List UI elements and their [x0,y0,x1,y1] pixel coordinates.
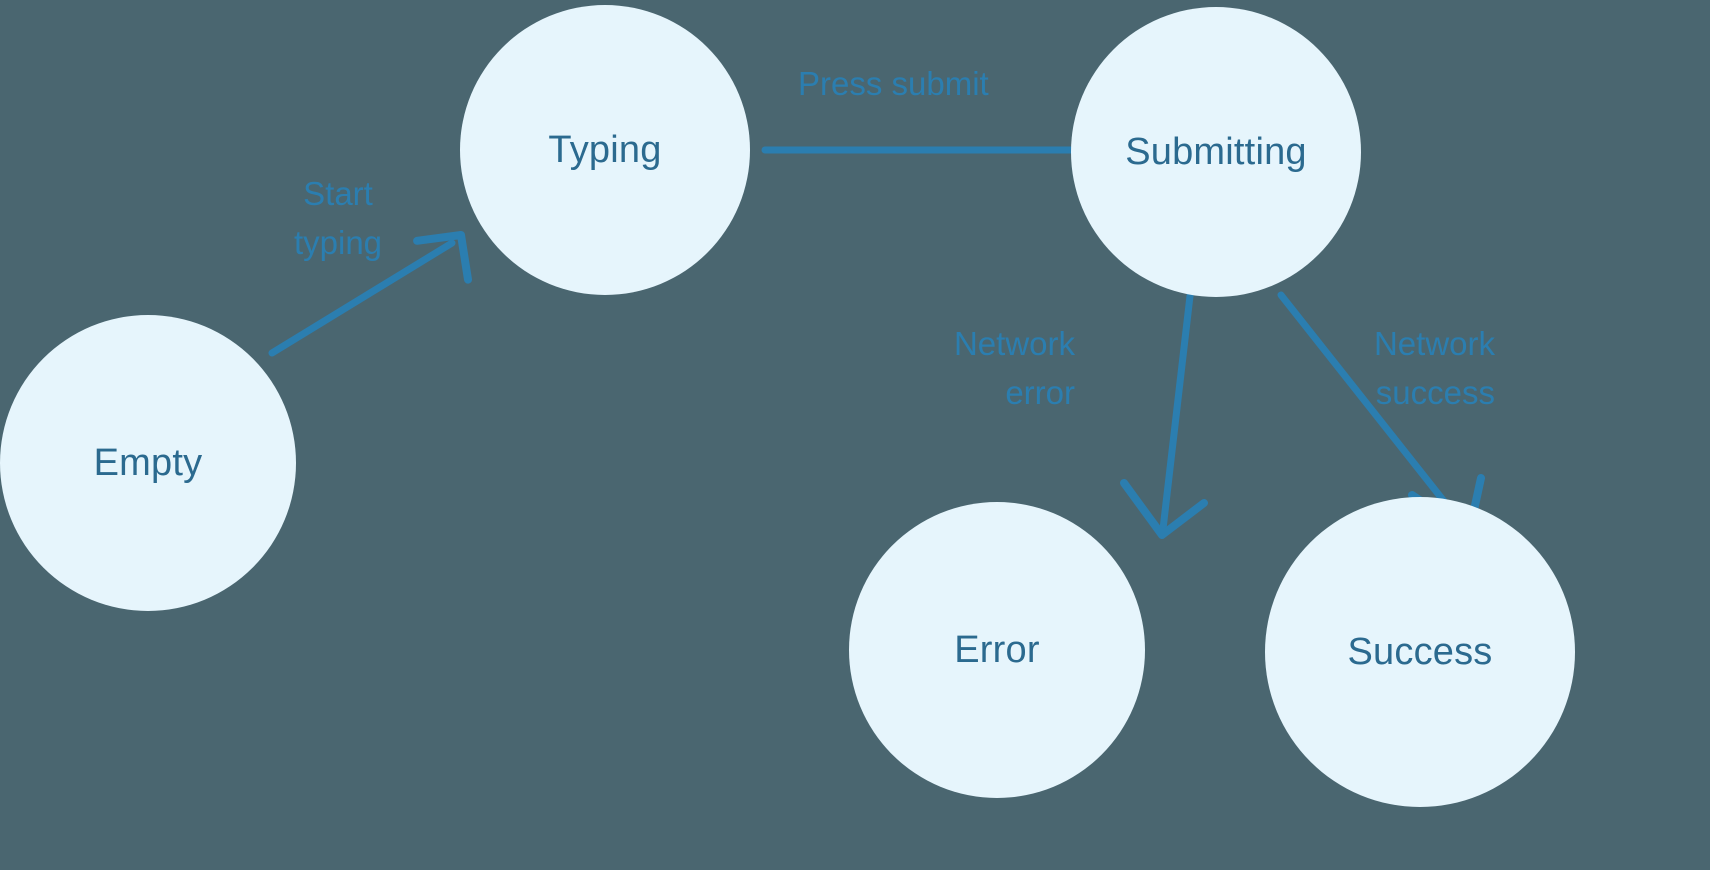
state-node-error[interactable]: Error [849,502,1145,798]
state-node-success[interactable]: Success [1265,497,1575,807]
state-node-empty-label: Empty [93,441,203,484]
state-node-submitting-label: Submitting [1125,130,1307,173]
state-node-typing[interactable]: Typing [460,5,750,295]
state-node-typing-label: Typing [548,128,662,171]
state-node-empty[interactable]: Empty [0,315,296,611]
state-node-submitting[interactable]: Submitting [1071,7,1361,297]
state-node-success-label: Success [1347,630,1493,673]
edge-label-network-success: Network success [1373,325,1495,411]
edge-submitting-to-error [1120,292,1208,539]
state-node-error-label: Error [954,628,1040,671]
edge-label-start-typing: Start typing [293,175,383,261]
edge-label-network-error: Network error [953,325,1075,411]
edge-label-press-submit: Press submit [798,65,989,102]
